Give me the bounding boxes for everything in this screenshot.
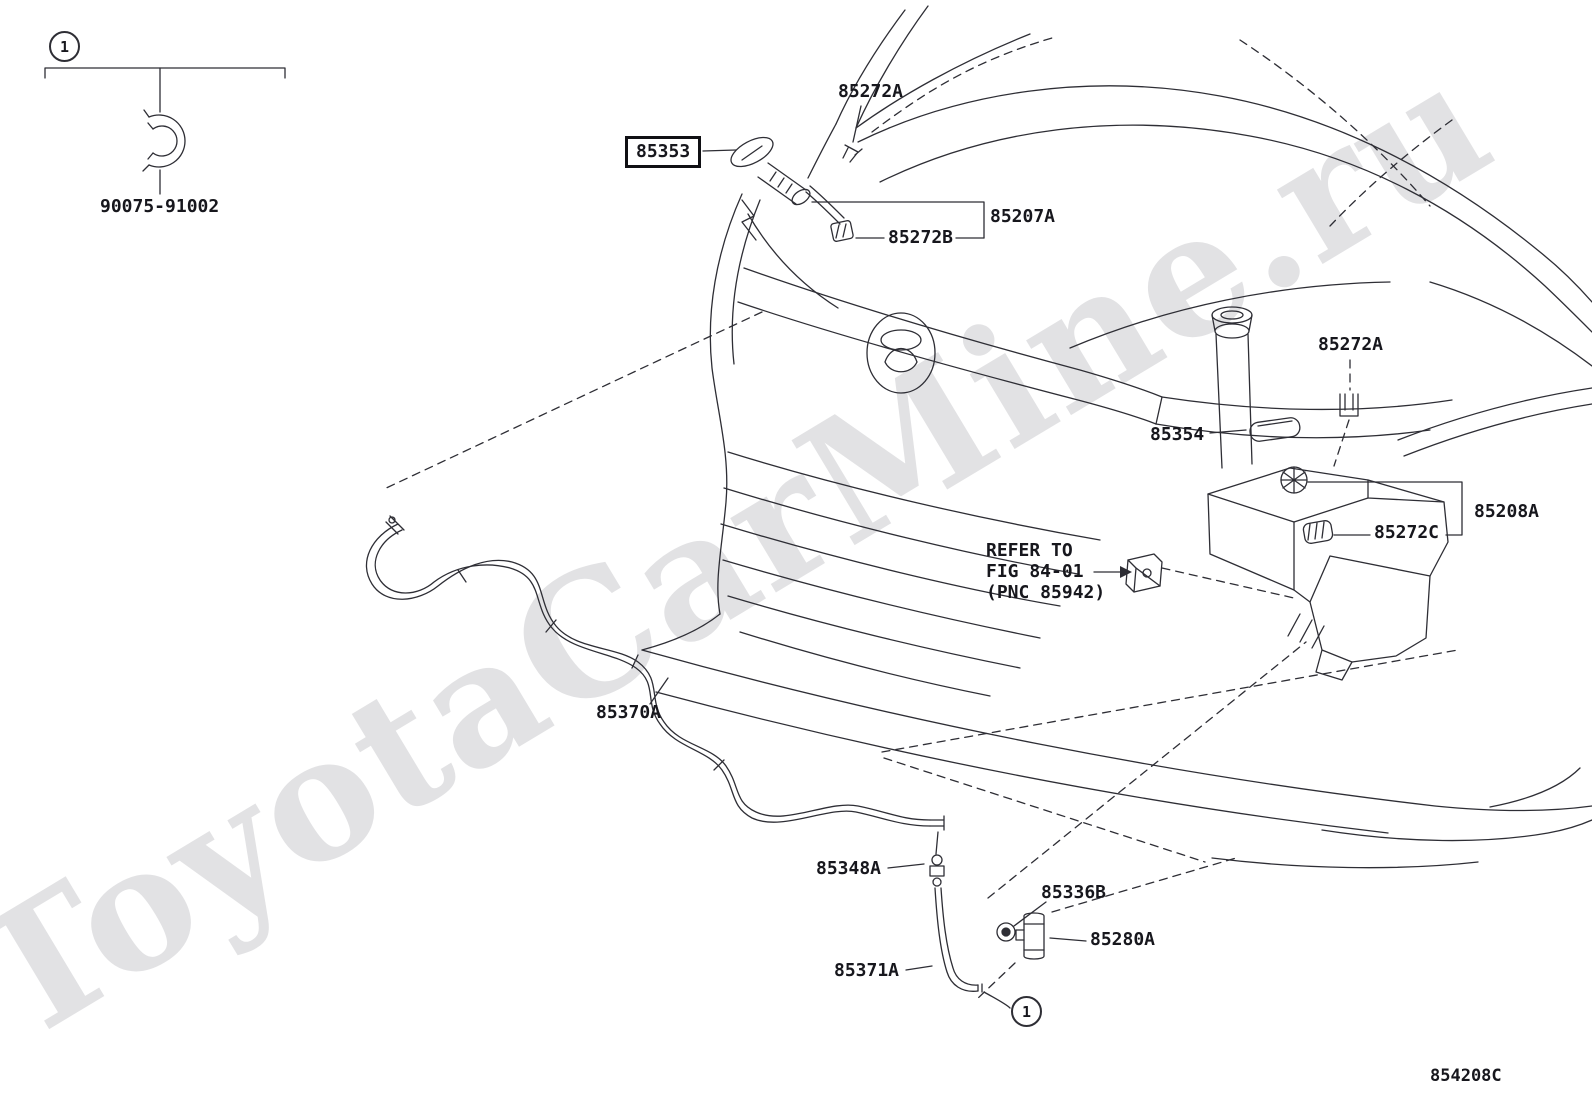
refer-note-line2: FIG 84-01	[986, 561, 1084, 582]
note-arrowhead	[1120, 566, 1132, 578]
part-label-85336b[interactable]: 85336B	[1041, 882, 1107, 903]
part-label-85272a-right[interactable]: 85272A	[1318, 334, 1384, 355]
part-label-85348a[interactable]: 85348A	[816, 858, 882, 879]
callout-circle-1-bottom: 1	[1011, 996, 1042, 1027]
front-bumper-drawing	[641, 193, 1453, 697]
part-label-85207a[interactable]: 85207A	[990, 206, 1056, 227]
part-label-90075-91002[interactable]: 90075-91002	[100, 196, 220, 217]
clip-85272a-top-drawing	[842, 144, 863, 163]
part-label-85272a-top[interactable]: 85272A	[838, 81, 904, 102]
part-label-85353-selected[interactable]: 85353	[625, 136, 702, 168]
part-label-85272c[interactable]: 85272C	[1374, 522, 1440, 543]
part-label-85371a[interactable]: 85371A	[834, 960, 900, 981]
part-label-85280a[interactable]: 85280A	[1090, 929, 1156, 950]
clip-85272b-drawing	[830, 220, 854, 242]
callout-bracket	[44, 67, 286, 113]
lower-bumper-drawing	[641, 649, 1592, 869]
part-label-85272b[interactable]: 85272B	[888, 227, 954, 248]
bottom-parts-drawing	[929, 854, 1045, 993]
part-label-85370a[interactable]: 85370A	[596, 702, 662, 723]
label-leader-lines	[649, 105, 1463, 1009]
nozzle-85353-drawing	[730, 136, 845, 225]
part-label-85208a[interactable]: 85208A	[1474, 501, 1540, 522]
washer-hose-drawing	[365, 515, 945, 855]
part-label-85354[interactable]: 85354	[1150, 424, 1205, 445]
drawing-number: 854208C	[1430, 1066, 1502, 1086]
refer-note-line1: REFER TO	[986, 540, 1073, 561]
clamp-ring-drawing	[142, 109, 186, 195]
refer-note: REFER TO FIG 84-01 (PNC 85942)	[986, 540, 1105, 603]
callout-circle-1-top: 1	[49, 31, 80, 62]
dashed-reference-lines	[381, 311, 1459, 1001]
washer-tank-drawing	[1125, 306, 1449, 681]
refer-note-line3: (PNC 85942)	[986, 582, 1106, 603]
